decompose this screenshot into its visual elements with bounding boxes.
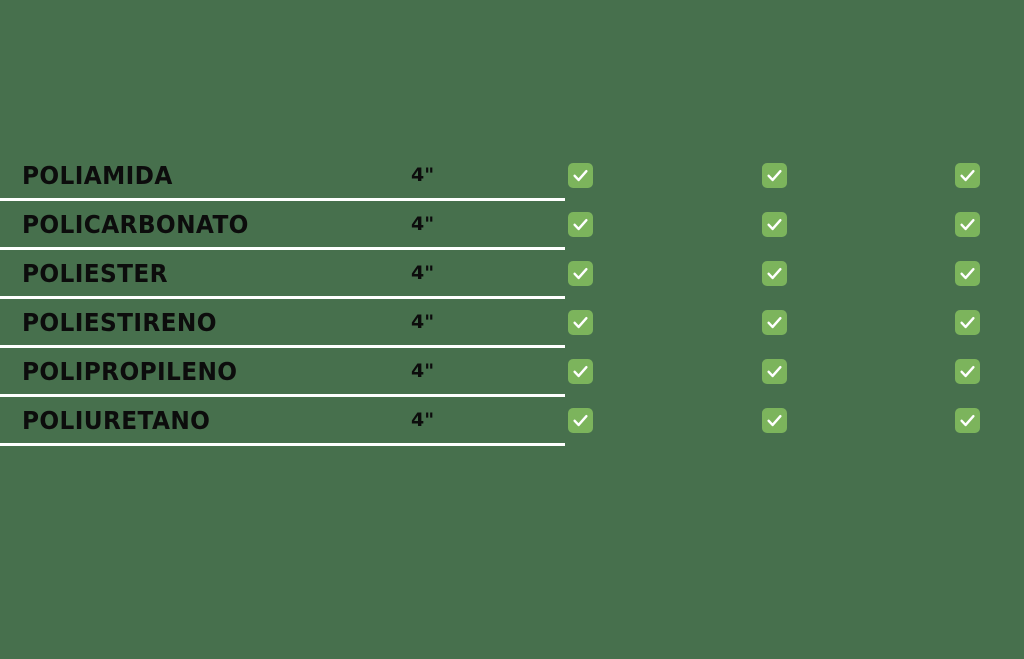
checkmark-icon (761, 309, 787, 335)
checkbox-cell-column-2[interactable] (761, 299, 787, 345)
table-row: POLIURETANO 4" (0, 397, 1024, 446)
checkbox-cell-column-1[interactable] (567, 348, 593, 394)
material-size-label: 4" (411, 310, 435, 333)
table-row: POLIESTIRENO 4" (0, 299, 1024, 348)
checkbox-cell-column-3[interactable] (954, 348, 980, 394)
checkmark-icon (954, 407, 980, 433)
material-name-label: POLIPROPILENO (22, 356, 238, 386)
table-row: POLIAMIDA 4" (0, 152, 1024, 201)
material-size-label: 4" (411, 408, 435, 431)
material-size-label: 4" (411, 163, 435, 186)
material-name-label: POLIURETANO (22, 405, 211, 435)
checkbox-cell-column-1[interactable] (567, 201, 593, 247)
material-name-label: POLIESTER (22, 258, 168, 288)
checkmark-icon (954, 309, 980, 335)
checkbox-cell-column-2[interactable] (761, 397, 787, 443)
checkbox-cell-column-1[interactable] (567, 152, 593, 198)
checkbox-cell-column-1[interactable] (567, 299, 593, 345)
material-name-label: POLICARBONATO (22, 209, 249, 239)
checkmark-icon (567, 162, 593, 188)
checkmark-icon (954, 211, 980, 237)
checkbox-cell-column-3[interactable] (954, 397, 980, 443)
row-separator (0, 198, 565, 201)
row-separator (0, 247, 565, 250)
checkbox-cell-column-2[interactable] (761, 348, 787, 394)
checkmark-icon (761, 260, 787, 286)
checkmark-icon (761, 211, 787, 237)
checkmark-icon (567, 358, 593, 384)
checkbox-cell-column-3[interactable] (954, 299, 980, 345)
table-row: POLIESTER 4" (0, 250, 1024, 299)
table-row: POLICARBONATO 4" (0, 201, 1024, 250)
table-row: POLIPROPILENO 4" (0, 348, 1024, 397)
checkbox-cell-column-3[interactable] (954, 152, 980, 198)
checkmark-icon (567, 407, 593, 433)
row-separator (0, 296, 565, 299)
row-separator (0, 443, 565, 446)
checkbox-cell-column-2[interactable] (761, 152, 787, 198)
row-separator (0, 394, 565, 397)
checkbox-cell-column-1[interactable] (567, 250, 593, 296)
material-size-label: 4" (411, 212, 435, 235)
material-name-label: POLIAMIDA (22, 160, 173, 190)
checkmark-icon (954, 260, 980, 286)
row-separator (0, 345, 565, 348)
material-name-label: POLIESTIRENO (22, 307, 217, 337)
material-size-label: 4" (411, 359, 435, 382)
checkbox-cell-column-3[interactable] (954, 250, 980, 296)
checkbox-cell-column-3[interactable] (954, 201, 980, 247)
checkmark-icon (567, 260, 593, 286)
checkmark-icon (761, 407, 787, 433)
checkmark-icon (567, 309, 593, 335)
checkbox-cell-column-2[interactable] (761, 201, 787, 247)
checkmark-icon (567, 211, 593, 237)
checkbox-cell-column-2[interactable] (761, 250, 787, 296)
checkbox-cell-column-1[interactable] (567, 397, 593, 443)
checkmark-icon (761, 162, 787, 188)
material-size-label: 4" (411, 261, 435, 284)
checkmark-icon (954, 162, 980, 188)
checkmark-icon (761, 358, 787, 384)
checkmark-icon (954, 358, 980, 384)
